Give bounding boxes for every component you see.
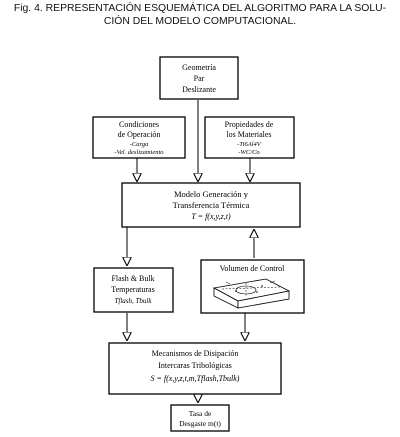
caption-line-1: Fig. 4. REPRESENTACIÓN ESQUEMÁTICA DEL A… [0,3,400,16]
figure-number: Fig. 4. [13,3,43,14]
node-modelo: Modelo Generación y Transferencia Térmic… [121,182,301,228]
node-propiedades: Propiedades de los Materiales -Ti6Al4V -… [204,116,295,159]
node-geometria: Geometría Par Deslizante [159,56,239,100]
figure-caption: Fig. 4. REPRESENTACIÓN ESQUEMÁTICA DEL A… [0,3,400,28]
flash-line-3: Tflash, Tbulk [115,297,153,305]
tasa-line-2: Desgaste m(t) [179,419,221,428]
condiciones-line-3: -Carga [130,141,149,148]
node-volumen: Volumen de Control [200,259,305,314]
propiedades-line-3: -Ti6Al4V [237,141,262,148]
propiedades-line-4: -WC/Co [238,149,260,156]
geometria-line-3: Deslizante [182,85,216,94]
node-mecanismos: Mecanismos de Disipación Intercaras Trib… [108,342,282,395]
mecanismos-line-3: S = f(x,y,z,t,m,Tflash,Tbulk) [151,374,240,383]
modelo-line-1: Modelo Generación y [174,189,249,199]
caption-text-1: REPRESENTACIÓN ESQUEMÁTICA DEL ALGORITMO… [45,3,387,14]
mecanismos-line-2: Intercaras Tribológicas [158,361,232,370]
node-condiciones: Condiciones de Operación -Carga -Vel. de… [92,116,186,159]
control-volume-illustration [212,278,291,309]
flash-line-2: Temperaturas [111,285,154,294]
node-tasa: Tasa de Desgaste m(t) [170,404,230,432]
connectors [127,100,254,402]
volumen-line-1: Volumen de Control [220,264,286,273]
flash-line-1: Flash & Bulk [111,274,154,283]
caption-line-2: CIÓN DEL MODELO COMPUTACIONAL. [103,15,297,27]
condiciones-line-4: -Vel. deslizamiento [114,149,164,156]
modelo-line-3: T = f(x,y,z,t) [191,212,231,221]
modelo-line-2: Transferencia Térmica [173,200,250,210]
condiciones-line-2: de Operación [118,130,161,139]
propiedades-line-2: los Materiales [226,130,271,139]
tasa-line-1: Tasa de [189,409,212,418]
condiciones-line-1: Condiciones [119,120,159,129]
geometria-line-1: Geometría [182,63,216,72]
propiedades-line-1: Propiedades de [225,120,274,129]
node-flash: Flash & Bulk Temperaturas Tflash, Tbulk [93,267,174,313]
geometria-line-2: Par [194,74,205,83]
mecanismos-line-1: Mecanismos de Disipación [152,349,239,358]
